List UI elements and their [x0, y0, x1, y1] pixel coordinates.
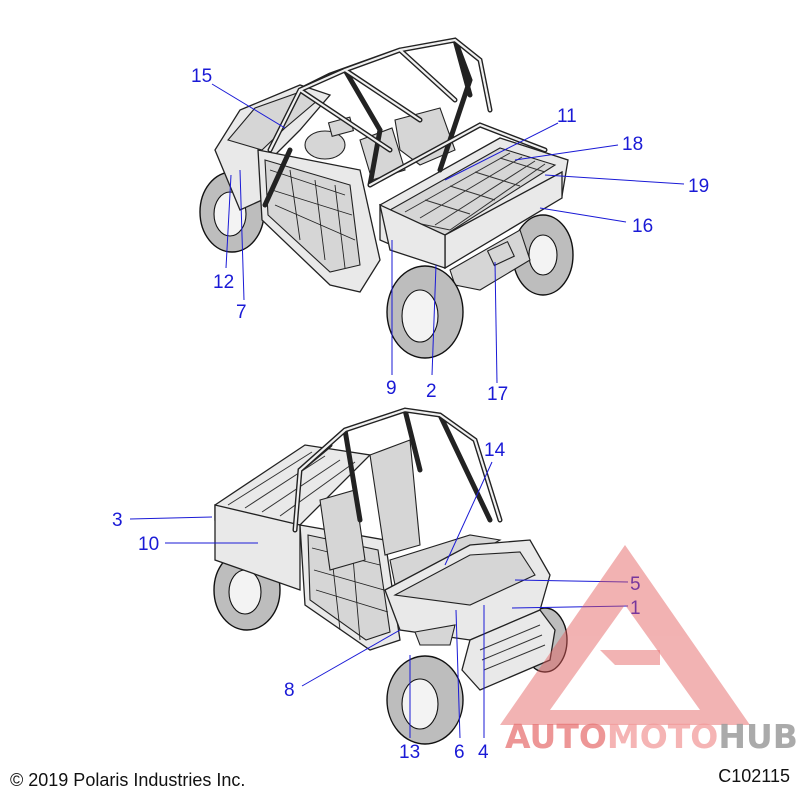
watermark-text-auto: AUTO — [505, 717, 607, 756]
callout-1: 1 — [630, 598, 641, 619]
callout-14: 14 — [484, 440, 506, 461]
callout-10: 10 — [138, 534, 159, 555]
callout-9: 9 — [386, 378, 397, 399]
callout-4: 4 — [478, 742, 489, 763]
callout-13: 13 — [399, 742, 420, 763]
callout-12: 12 — [213, 272, 234, 293]
copyright-notice: © 2019 Polaris Industries Inc. — [10, 770, 246, 790]
callout-5: 5 — [630, 574, 641, 595]
automotohub-watermark: AUTOMOTOHUB — [500, 545, 798, 756]
callout-7: 7 — [236, 302, 247, 323]
callout-15: 15 — [191, 66, 212, 87]
svg-text:AUTOMOTOHUB: AUTOMOTOHUB — [505, 717, 798, 756]
watermark-triangle-logo — [500, 545, 750, 725]
vehicle-rear-view — [199, 37, 574, 359]
watermark-text-moto: MOTO — [607, 717, 718, 756]
callout-6: 6 — [454, 742, 465, 763]
callout-11: 11 — [557, 106, 577, 127]
callout-18: 18 — [622, 134, 643, 155]
callout-3: 3 — [112, 510, 123, 531]
callout-19: 19 — [688, 176, 709, 197]
callout-17: 17 — [487, 384, 508, 405]
watermark-text-hub: HUB — [718, 717, 798, 756]
figure-id: C102115 — [718, 766, 790, 786]
callout-8: 8 — [284, 680, 295, 701]
leader-lines — [129, 83, 685, 739]
vehicle-front-view — [213, 407, 568, 745]
callout-16: 16 — [632, 216, 653, 237]
callout-labels: 15 11 18 19 16 12 7 9 2 17 14 3 10 5 1 8… — [112, 66, 709, 763]
callout-2: 2 — [426, 381, 437, 402]
